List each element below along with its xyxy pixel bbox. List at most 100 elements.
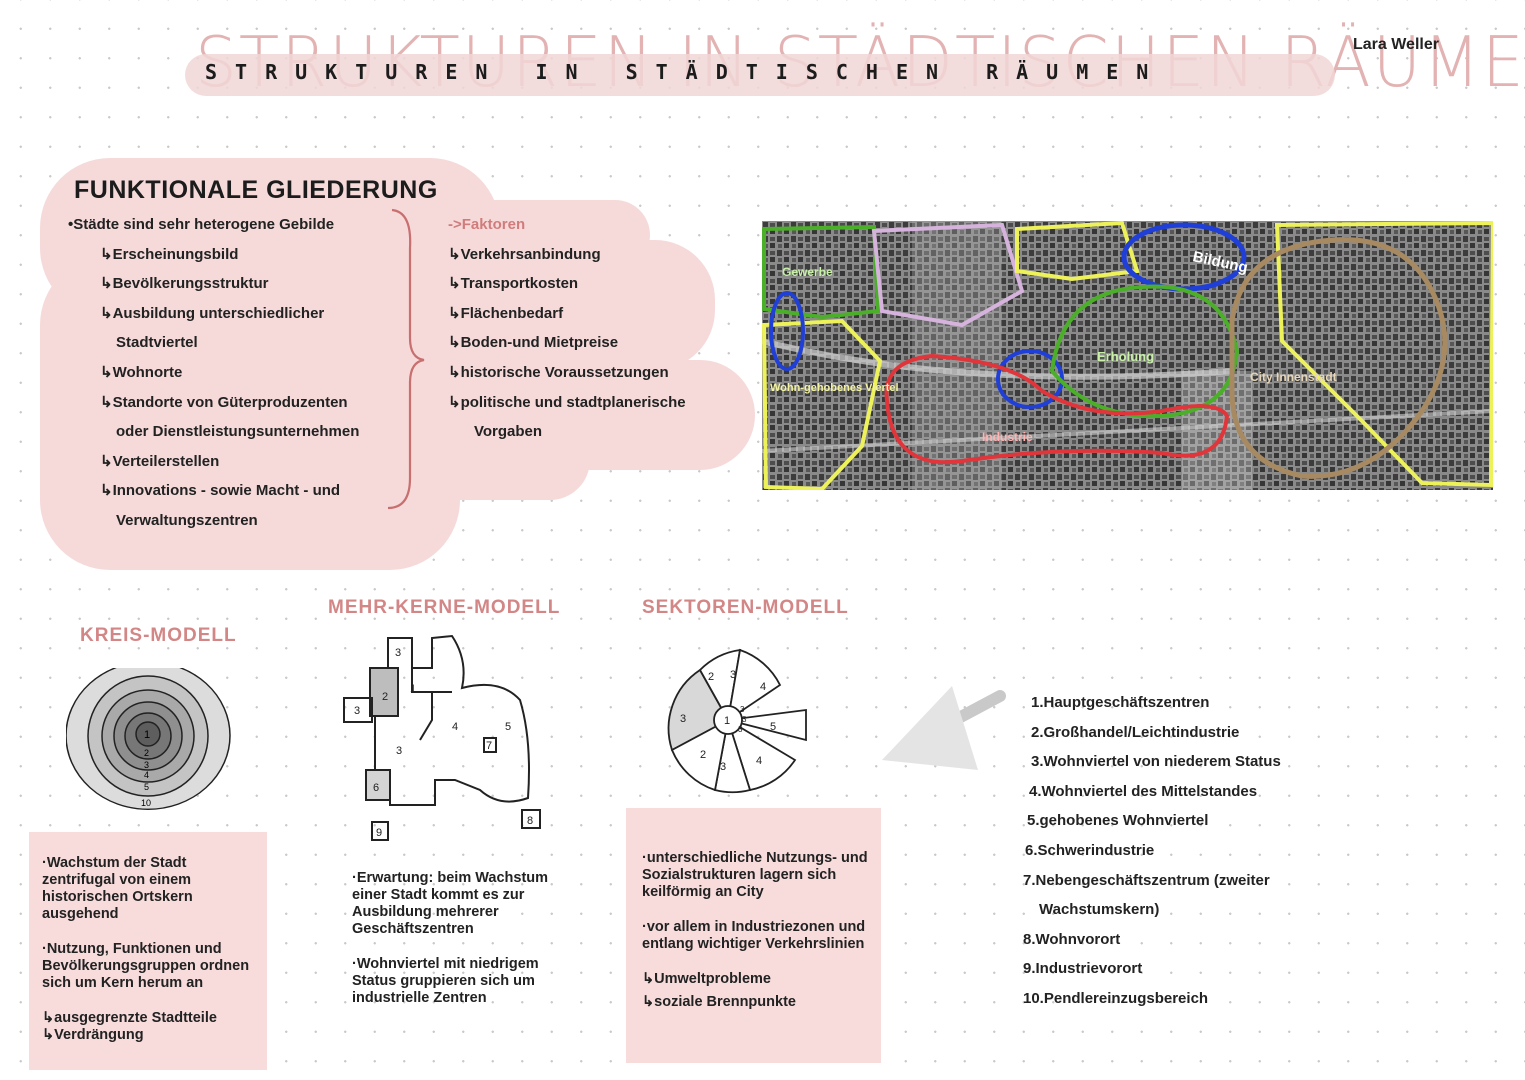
list-item: ↳Ausbildung unterschiedlicher	[100, 304, 325, 322]
zone-label: 3	[740, 705, 745, 714]
zone-label: 3	[396, 745, 402, 757]
zone-label: 3	[354, 705, 360, 717]
zone-label: 3	[395, 647, 401, 659]
zone-label: 3	[730, 669, 736, 681]
mehr-kerne-modell-text: ·Erwartung: beim Wachstum einer Stadt ko…	[352, 870, 582, 1025]
list-item: ↳historische Voraussetzungen	[448, 363, 669, 381]
map-label: Wohn-gehobenes Viertel	[770, 382, 899, 394]
zone-label: 6	[373, 782, 379, 794]
zone-label: 4	[756, 755, 762, 767]
zone-label: 2	[708, 671, 714, 683]
map-label: City Innenstadt	[1250, 370, 1337, 384]
note-line: ·Wohnviertel mit niedrigem Status gruppi…	[352, 956, 539, 1006]
note-line: ·Nutzung, Funktionen und Bevölkerungsgru…	[42, 941, 250, 991]
list-item: ↳Erscheinungsbild	[100, 245, 239, 263]
zone-label: 4	[452, 721, 458, 733]
list-item: ↳Flächenbedarf	[448, 304, 564, 322]
legend-item: 3.Wohnviertel von niederem Status	[1031, 753, 1281, 771]
sektoren-modell-title: SEKTOREN-MODELL	[642, 597, 849, 618]
note-line: ·vor allem in Industriezonen und entlang…	[642, 919, 866, 952]
zone-label: 7	[486, 740, 492, 752]
list-item: ↳Wohnorte	[100, 363, 183, 381]
arrow-left-icon	[882, 686, 1006, 770]
list-item: oder Dienstleistungsunternehmen	[116, 423, 360, 441]
zone-brown-city	[1229, 237, 1448, 479]
note-line: ·Wachstum der Stadt zentrifugal von eine…	[42, 855, 193, 922]
list-item: •Städte sind sehr heterogene Gebilde	[68, 216, 335, 233]
author-name: Lara Weller	[1353, 36, 1439, 53]
zone-yellow-east	[1274, 221, 1493, 488]
zone-label: 8	[527, 815, 533, 827]
section-heading-funktionale-gliederung: FUNKTIONALE GLIEDERUNG	[74, 176, 438, 204]
zone-blue-west	[769, 291, 805, 371]
legend-item: 5.gehobenes Wohnviertel	[1027, 812, 1209, 830]
ring-label: 5	[144, 782, 149, 792]
ring-label: 3	[144, 760, 149, 770]
legend-item: 10.Pendlereinzugsbereich	[1023, 989, 1209, 1007]
ring-label: 2	[144, 748, 149, 758]
list-item: ↳Verkehrsanbindung	[448, 245, 601, 263]
note-line: ·unterschiedliche Nutzungs- und Sozialst…	[642, 850, 868, 900]
gliederung-list: •Städte sind sehr heterogene Gebilde ↳Er…	[68, 210, 359, 536]
zone-red	[884, 353, 1230, 465]
title-highlight	[185, 54, 1335, 96]
zone-label: 4	[760, 681, 766, 693]
legend-item: 9.Industrievorort	[1023, 960, 1143, 978]
legend-item: 4.Wohnviertel des Mittelstandes	[1029, 782, 1258, 800]
map-label: Gewerbe	[782, 265, 833, 279]
map-label: Industrie	[982, 430, 1033, 444]
kreis-modell-note	[29, 832, 267, 1070]
sektoren-modell-note	[626, 808, 881, 1063]
model-legend: 1.Hauptgeschäftszentren 2.Großhandel/Lei…	[1023, 688, 1281, 1014]
faktoren-heading: ->Faktoren	[448, 216, 526, 233]
zone-label: 2	[382, 691, 388, 703]
note-line: ↳soziale Brennpunkte	[642, 994, 796, 1010]
ring-label: 10	[141, 798, 151, 808]
zone-label: 3	[738, 725, 743, 734]
mehr-kerne-modell-diagram: 3 2 1 3 4 5 3 7 6 9 8	[343, 634, 541, 841]
mehr-kerne-modell-title: MEHR-KERNE-MODELL	[328, 597, 561, 618]
ring-label: 1	[144, 729, 150, 741]
legend-item: 1.Hauptgeschäftszentren	[1031, 694, 1210, 711]
list-item: ↳Boden-und Mietpreise	[448, 334, 619, 352]
zone-label: 9	[376, 827, 382, 839]
kreis-modell-diagram: 1 2 3 4 5 10	[66, 668, 231, 810]
list-item: ↳Transportkosten	[448, 275, 579, 293]
sektoren-modell-diagram: 2 3 4 3 1 5 2 3 4 3 3 3	[667, 648, 807, 794]
legend-item: 2.Großhandel/Leichtindustrie	[1031, 723, 1240, 741]
legend-item: Wachstumskern)	[1039, 901, 1160, 919]
list-item: Stadtviertel	[116, 334, 198, 352]
legend-item: 6.Schwerindustrie	[1025, 841, 1155, 859]
zone-label: 5	[505, 721, 511, 733]
list-item: ↳Verteilerstellen	[100, 452, 220, 470]
legend-item: 8.Wohnvorort	[1023, 930, 1121, 948]
zone-green-west	[762, 224, 881, 320]
list-item: Vorgaben	[474, 423, 543, 441]
note-line: ·Erwartung: beim Wachstum einer Stadt ko…	[352, 870, 549, 937]
list-item: ↳Standorte von Güterproduzenten	[100, 393, 348, 411]
faktoren-list: ->Faktoren ↳Verkehrsanbindung ↳Transport…	[448, 210, 686, 447]
list-item: ↳Innovations - sowie Macht - und	[100, 482, 341, 500]
list-item: Verwaltungszentren	[116, 511, 258, 529]
city-map: Bildung Wohn-gehobenes Viertel Gewerbe E…	[762, 221, 1493, 490]
brace-icon	[387, 208, 425, 510]
note-line: ↳Umweltprobleme	[642, 971, 771, 987]
title-text: STRUKTUREN IN STÄDTISCHEN RÄUMEN	[205, 60, 1167, 84]
zone-label: 3	[742, 715, 747, 724]
zone-lilac	[871, 222, 1025, 328]
zone-yellow-west	[762, 318, 883, 490]
zone-label: 3	[680, 713, 686, 725]
kreis-modell-text: ·Wachstum der Stadt zentrifugal von eine…	[42, 855, 262, 1062]
kreis-modell-title: KREIS-MODELL	[80, 625, 237, 646]
list-item: ↳Bevölkerungsstruktur	[100, 275, 269, 293]
sektoren-modell-text: ·unterschiedliche Nutzungs- und Sozialst…	[642, 850, 872, 1029]
zone-label: 3	[720, 761, 726, 773]
map-label: Erholung	[1097, 349, 1154, 364]
note-line: ↳ausgegrenzte Stadtteile ↳Verdrängung	[42, 1010, 217, 1043]
ring-label: 4	[144, 770, 149, 780]
legend-item: 7.Nebengeschäftszentrum (zweiter	[1023, 871, 1270, 889]
zone-yellow-north	[1015, 221, 1140, 282]
zone-label: 5	[770, 721, 776, 733]
zone-label: 1	[724, 715, 730, 727]
zone-label: 2	[700, 749, 706, 761]
